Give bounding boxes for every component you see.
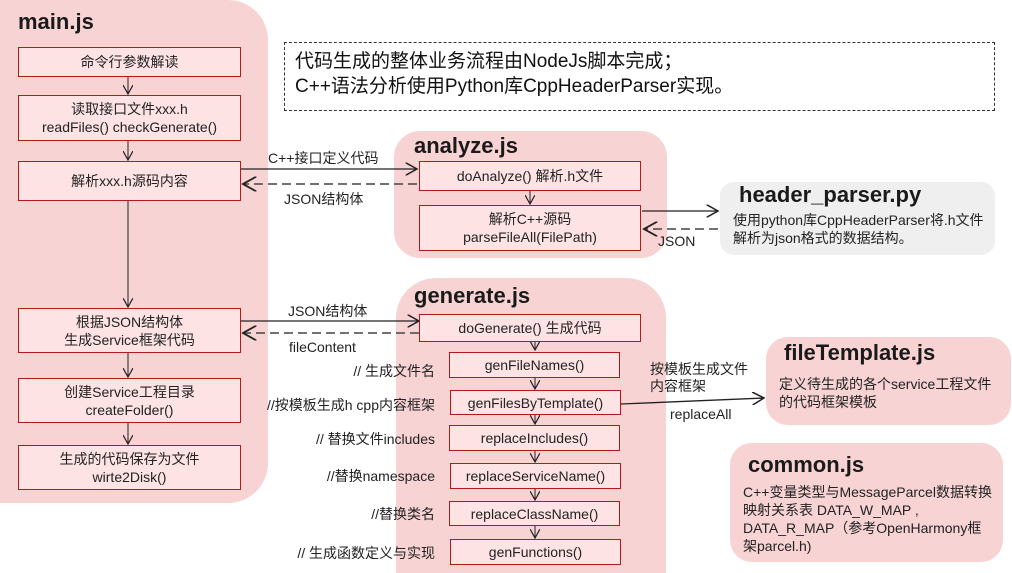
- common-js-group: [730, 443, 1003, 562]
- edge-label-template-2: 内容框架: [650, 378, 706, 394]
- comment-replace-class-name: //替换类名: [371, 506, 435, 522]
- step-label: 生成的代码保存为文件: [59, 450, 200, 467]
- step-do-generate[interactable]: doGenerate() 生成代码: [419, 314, 641, 342]
- step-replace-includes[interactable]: replaceIncludes(): [449, 425, 620, 451]
- step-replace-class-name[interactable]: replaceClassName(): [449, 501, 620, 526]
- step-label: 根据JSON结构体: [75, 313, 184, 330]
- step-label: genFileNames(): [484, 357, 585, 373]
- step-function: parseFileAll(FilePath): [463, 229, 597, 245]
- step-label: 读取接口文件xxx.h: [71, 101, 188, 117]
- comment-replace-includes: // 替换文件includes: [315, 431, 435, 447]
- step-label: doAnalyze() 解析.h文件: [456, 168, 604, 184]
- step-parse-source[interactable]: 解析xxx.h源码内容: [18, 161, 241, 201]
- comment-gen-files-by-template: //按模板生成h cpp内容框架: [266, 397, 435, 413]
- step-parse-args[interactable]: 命令行参数解读: [18, 47, 241, 77]
- edge-label-template-1: 按模板生成文件: [650, 361, 748, 377]
- step-label: doGenerate() 生成代码: [458, 320, 602, 336]
- comment-gen-file-names: // 生成文件名: [353, 363, 435, 379]
- edge-label-cpp-interface: C++接口定义代码: [268, 150, 379, 166]
- step-generate-service[interactable]: 根据JSON结构体 生成Service框架代码: [18, 308, 241, 353]
- edge-label-json-struct-2: JSON结构体: [288, 303, 368, 319]
- comment-gen-functions: // 生成函数定义与实现: [297, 545, 435, 561]
- step-label: 解析xxx.h源码内容: [71, 173, 188, 189]
- edge-label-replace-all: replaceAll: [670, 406, 732, 422]
- step-create-folder[interactable]: 创建Service工程目录 createFolder(): [18, 378, 241, 423]
- step-function: createFolder(): [85, 401, 174, 418]
- step-label: 解析C++源码: [488, 211, 572, 227]
- step-label: replaceIncludes(): [480, 430, 589, 446]
- header-parser-title: header_parser.py: [739, 182, 922, 207]
- step-gen-files-by-template[interactable]: genFilesByTemplate(): [450, 390, 621, 415]
- file-template-group: [766, 337, 1011, 425]
- header-parser-group: [720, 182, 995, 255]
- step-function: readFiles() checkGenerate(): [41, 119, 218, 135]
- edge-label-json-struct-1: JSON结构体: [284, 191, 364, 207]
- step-replace-service-name[interactable]: replaceServiceName(): [450, 463, 621, 489]
- step-read-files[interactable]: 读取接口文件xxx.h readFiles() checkGenerate(): [18, 95, 241, 141]
- step-gen-functions[interactable]: genFunctions(): [450, 539, 621, 565]
- step-label: genFilesByTemplate(): [467, 394, 604, 411]
- step-label: genFunctions(): [488, 544, 583, 560]
- file-template-desc: 定义待生成的各个service工程文件的代码框架模板: [779, 376, 992, 410]
- step-label: 创建Service工程目录: [64, 383, 195, 400]
- step-gen-file-names[interactable]: genFileNames(): [449, 352, 620, 378]
- step-function: wirte2Disk(): [92, 468, 167, 485]
- step-label-2: 生成Service框架代码: [64, 331, 195, 348]
- file-template-title: fileTemplate.js: [784, 340, 936, 365]
- step-label: 命令行参数解读: [80, 54, 179, 70]
- analyze-js-title: analyze.js: [414, 133, 518, 158]
- step-label: replaceClassName(): [470, 505, 599, 522]
- step-label: replaceServiceName(): [465, 468, 606, 484]
- common-js-title: common.js: [748, 452, 865, 477]
- edge-label-json: JSON: [658, 233, 696, 249]
- edge-label-file-content: fileContent: [289, 339, 356, 355]
- comment-replace-service-name: //替换namespace: [326, 468, 435, 484]
- step-parse-file-all[interactable]: 解析C++源码 parseFileAll(FilePath): [419, 205, 641, 251]
- generate-js-title: generate.js: [414, 283, 531, 308]
- main-js-title: main.js: [18, 9, 94, 34]
- overview-note: 代码生成的整体业务流程由NodeJs脚本完成； C++语法分析使用Python库…: [284, 42, 995, 111]
- note-line-1: 代码生成的整体业务流程由NodeJs脚本完成；: [295, 51, 683, 72]
- step-do-analyze[interactable]: doAnalyze() 解析.h文件: [419, 161, 641, 191]
- common-js-desc: C++变量类型与MessageParcel数据转换映射关系表 DATA_W_MA…: [743, 484, 992, 554]
- header-parser-desc: 使用python库CppHeaderParser将.h文件解析为json格式的数…: [733, 212, 984, 246]
- step-write-disk[interactable]: 生成的代码保存为文件 wirte2Disk(): [18, 445, 241, 490]
- note-line-2: C++语法分析使用Python库CppHeaderParser实现。: [295, 76, 734, 97]
